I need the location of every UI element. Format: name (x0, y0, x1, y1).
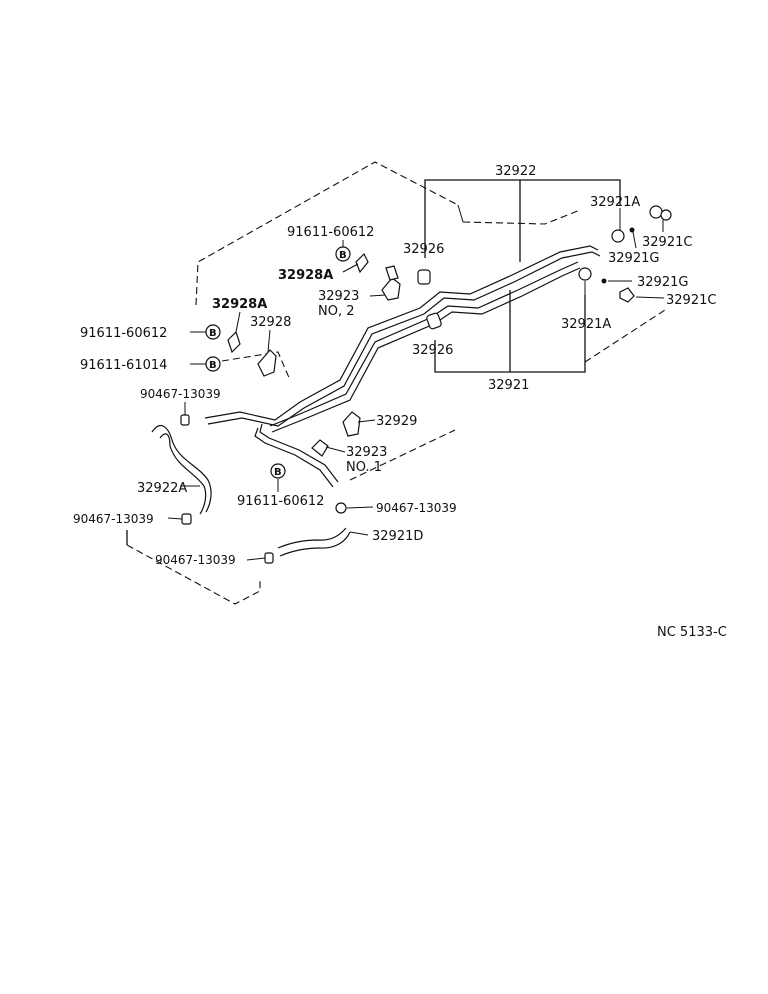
joint-32921C-top (649, 205, 672, 221)
label-91611-60612-top: 91611-60612 (287, 225, 374, 240)
label-32928: 32928 (250, 315, 291, 330)
label-32922A: 32922A (137, 481, 187, 496)
clamp-32923-no2 (381, 265, 401, 301)
leader-lines (167, 208, 665, 561)
hose-clamp-c (181, 513, 192, 525)
joint-32921A-mid (578, 267, 592, 281)
label-32929: 32929 (376, 414, 417, 429)
hose-32921D (277, 527, 351, 557)
label-32921C-mid: 32921C (666, 293, 716, 308)
grommet-32926-bottom (426, 312, 442, 330)
label-32928A-left: 32928A (212, 297, 267, 312)
bolt-symbol-label: B (209, 328, 217, 339)
label-32921D: 32921D (372, 529, 423, 544)
assembly-boundary (126, 161, 666, 605)
bolt-symbol-bottom: B (270, 463, 286, 479)
bracket-32921 (434, 290, 586, 373)
joint-32921A-top (611, 227, 635, 243)
grommet-32926-top (417, 269, 431, 285)
label-32921A-top: 32921A (590, 195, 640, 210)
label-32921A-mid: 32921A (561, 317, 611, 332)
clamp-32928A-left (227, 330, 241, 354)
joint-32921G-mid (601, 278, 607, 284)
label-91611-61014: 91611-61014 (80, 358, 167, 373)
bolt-symbol-left-1: B (205, 324, 221, 340)
label-32921G-top: 32921G (608, 251, 659, 266)
bracket-32922 (424, 179, 621, 262)
label-91611-60612-left: 91611-60612 (80, 326, 167, 341)
bolt-symbol-label: B (339, 250, 347, 261)
label-32922: 32922 (495, 164, 536, 179)
bolt-symbol-label: B (274, 467, 282, 478)
label-90467-13039-c: 90467-13039 (73, 512, 154, 526)
label-32926-top: 32926 (403, 242, 444, 257)
label-90467-13039-d: 90467-13039 (155, 553, 236, 567)
clamp-32929 (342, 411, 361, 437)
bolt-symbol-left-2: B (205, 356, 221, 372)
hose-clamp-a (180, 414, 190, 426)
clamp-32928A-top (355, 252, 369, 274)
label-91611-60612-bottom: 91611-60612 (237, 494, 324, 509)
main-fuel-pipes (204, 245, 601, 488)
hose-clamp-d (264, 552, 274, 564)
bolt-symbol-top: B (335, 246, 351, 262)
diagram-code: NC 5133-C (657, 625, 727, 640)
label-90467-13039-b: 90467-13039 (376, 501, 457, 515)
bracket-32928 (257, 349, 277, 377)
label-32923-no2: 32923 (318, 289, 359, 304)
label-no1: NO. 1 (346, 460, 382, 475)
label-90467-13039-a: 90467-13039 (140, 387, 221, 401)
label-32926-bottom: 32926 (412, 343, 453, 358)
label-32921C-top: 32921C (642, 235, 692, 250)
bolt-symbol-label: B (209, 360, 217, 371)
hose-32922A (151, 424, 212, 515)
label-32921: 32921 (488, 378, 529, 393)
label-32923-no1: 32923 (346, 445, 387, 460)
label-32921G-mid: 32921G (637, 275, 688, 290)
clamp-32923-no1 (311, 439, 329, 457)
label-32928A-top: 32928A (278, 268, 333, 283)
label-no2: NO, 2 (318, 304, 355, 319)
hose-clamp-b (335, 502, 347, 514)
joint-32921C-mid (619, 287, 635, 303)
part-labels: 32922 32921A 32921C 32921G 32921G 32921C… (73, 164, 716, 567)
